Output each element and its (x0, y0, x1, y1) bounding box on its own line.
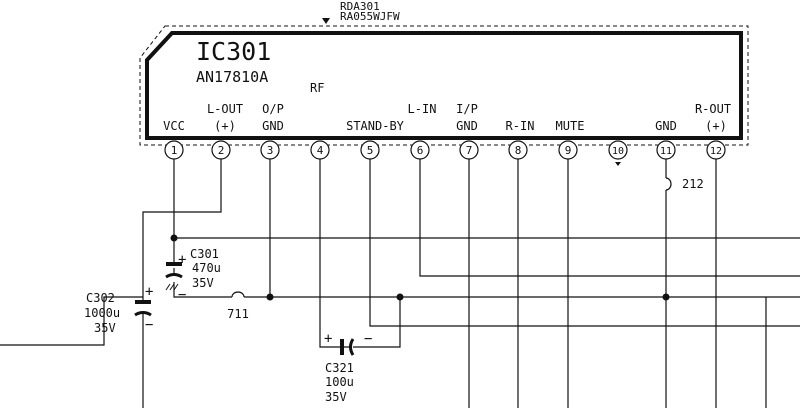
board-ref: RDA301 (340, 0, 380, 13)
c301-minus: − (178, 287, 186, 303)
jumper-212-arc (665, 177, 672, 191)
pin-4: 4 (310, 140, 330, 160)
pin-8-number: 8 (515, 144, 522, 157)
jumper-711-arc (231, 291, 245, 298)
pin-10: 10 (608, 140, 628, 160)
ic-dashed-outline (139, 25, 749, 146)
pin-8-label: R-IN (506, 119, 535, 133)
pin-9-label: MUTE (556, 119, 585, 133)
ic-body-outline (145, 31, 743, 140)
junction-pin11 (662, 293, 670, 301)
c301-plus: + (178, 252, 186, 268)
c321-value: 100u (325, 375, 354, 389)
c301-voltage: 35V (192, 276, 214, 290)
pin-7-label: I/P (456, 102, 478, 116)
capacitor-c302 (134, 285, 152, 330)
rf-label: RF (310, 81, 324, 95)
c302-ref: C302 (86, 291, 115, 305)
pin-3-number: 3 (267, 144, 274, 157)
pin-4-number: 4 (317, 144, 324, 157)
pin-8: 8 (508, 140, 528, 160)
pin-7-label-2: GND (456, 119, 478, 133)
capacitor-c301 (165, 262, 183, 291)
wire-pin-2 (142, 159, 222, 285)
c302-minus: − (145, 317, 153, 333)
pin-3-label-2: GND (262, 119, 284, 133)
capacitor-c321 (340, 338, 358, 356)
junction-c321 (396, 293, 404, 301)
pin-12-number: 12 (710, 146, 722, 157)
wire-pin-6 (419, 159, 800, 277)
pin-12-label: R-OUT (695, 102, 731, 116)
pin-10-marker (615, 162, 621, 166)
jumper-212-label: 212 (682, 177, 704, 191)
pin-12-label-2: (+) (705, 119, 727, 133)
pin-3-label: O/P (262, 102, 284, 116)
junction-vcc (170, 234, 178, 242)
pin-10-number: 10 (612, 146, 624, 157)
pin-11: 11 (656, 140, 676, 160)
pin-1: 1 (164, 140, 184, 160)
c302-value: 1000u (84, 306, 120, 320)
pin-7: 7 (459, 140, 479, 160)
pin-6-number: 6 (417, 144, 424, 157)
pin-5-number: 5 (367, 144, 374, 157)
ic-part-number: AN17810A (196, 68, 268, 86)
pin-9: 9 (558, 140, 578, 160)
pin-6-label: L-IN (408, 102, 437, 116)
c302-plus: + (145, 284, 153, 300)
wiring (0, 159, 800, 408)
pin-2-label-2: (+) (214, 119, 236, 133)
wire-left-input (0, 296, 143, 346)
c321-minus: − (364, 331, 372, 347)
c321-ref: C321 (325, 361, 354, 375)
junction-pin3 (266, 293, 274, 301)
ic-refdes: IC301 (196, 37, 271, 66)
pin-5: 5 (360, 140, 380, 160)
pin-6: 6 (410, 140, 430, 160)
c321-plus: + (324, 331, 332, 347)
pin-11-number: 11 (660, 146, 672, 157)
pin-1-number: 1 (171, 144, 178, 157)
wire-c321-right (358, 297, 401, 348)
wire-pin-1 (173, 159, 800, 239)
c321-voltage: 35V (325, 390, 347, 404)
c301-ref: C301 (190, 247, 219, 261)
pin-9-number: 9 (565, 144, 572, 157)
pin-5-label: STAND-BY (346, 119, 405, 133)
pin-3: 3 (260, 140, 280, 160)
c302-voltage: 35V (94, 321, 116, 335)
board-part: RA055WJFW (340, 10, 400, 23)
wire-c301-bottom (173, 282, 232, 298)
pin-2-number: 2 (218, 144, 225, 157)
pin-12: 12 (706, 140, 726, 160)
board-marker (322, 18, 330, 24)
pin-1-label: VCC (163, 119, 185, 133)
c301-value: 470u (192, 261, 221, 275)
pin-2: 2 (211, 140, 231, 160)
jumper-711-label: 711 (227, 307, 249, 321)
pin-2-label: L-OUT (207, 102, 243, 116)
wire-pin-4 (319, 159, 340, 348)
pin-11-label: GND (655, 119, 677, 133)
wire-pin-5 (369, 159, 800, 327)
pin-7-number: 7 (466, 144, 473, 157)
